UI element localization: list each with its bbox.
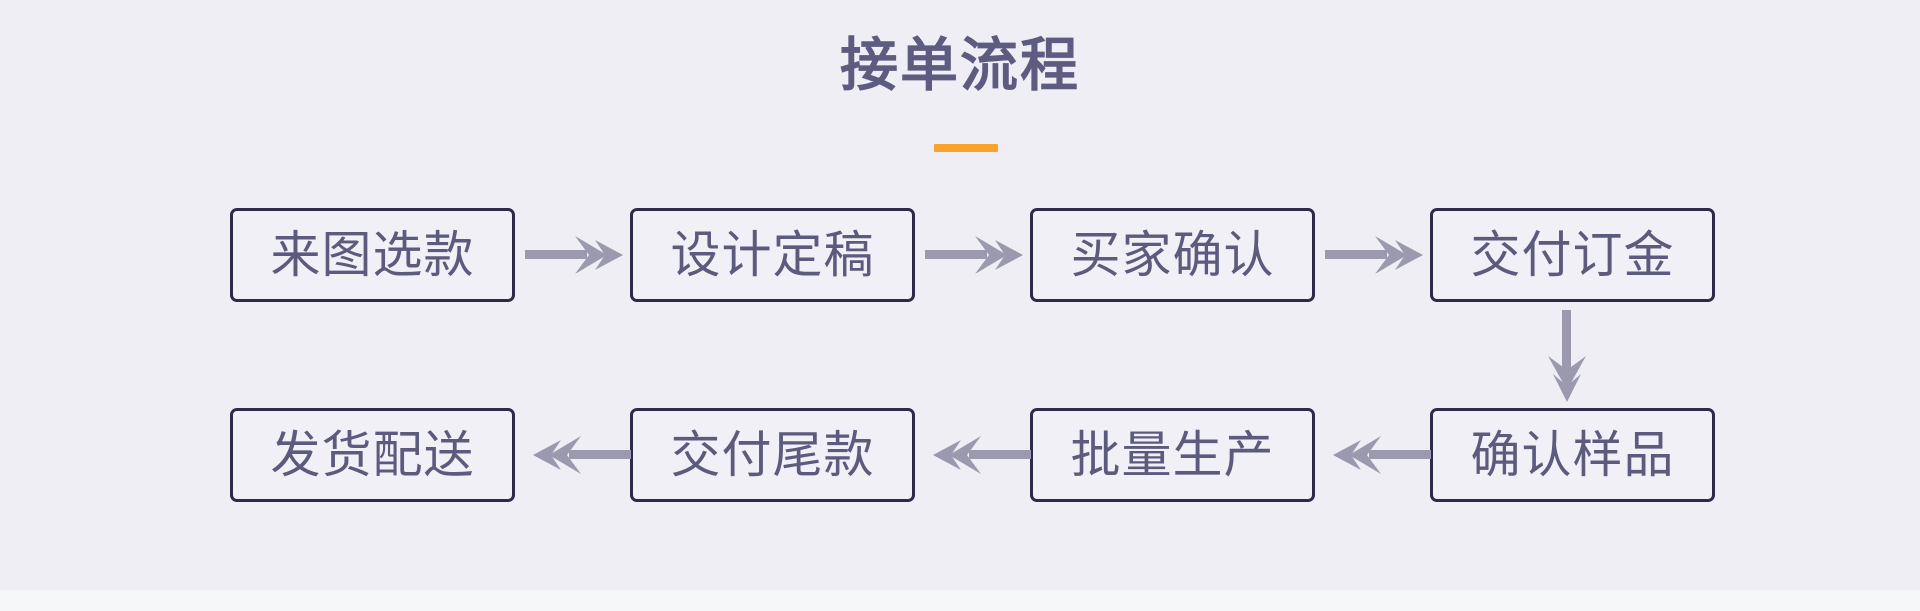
arrow-right-icon — [523, 228, 633, 282]
flow-node-step-1[interactable]: 来图选款 — [230, 208, 515, 302]
flow-node-label: 批量生产 — [1070, 426, 1275, 484]
flow-node-step-3[interactable]: 买家确认 — [1030, 208, 1315, 302]
flow-node-label: 交付尾款 — [670, 426, 875, 484]
page-title: 接单流程 — [839, 31, 1080, 99]
flow-node-label: 买家确认 — [1070, 226, 1275, 284]
arrow-right-icon — [923, 228, 1033, 282]
flow-node-label: 来图选款 — [270, 226, 475, 284]
arrow-right-icon — [1323, 228, 1433, 282]
flow-node-label: 设计定稿 — [670, 226, 875, 284]
flow-node-step-5[interactable]: 确认样品 — [1430, 408, 1715, 502]
arrow-left-icon — [1323, 428, 1433, 482]
arrow-left-icon — [523, 428, 633, 482]
flow-node-label: 确认样品 — [1470, 426, 1675, 484]
flow-node-step-8[interactable]: 发货配送 — [230, 408, 515, 502]
flow-node-label: 交付订金 — [1470, 226, 1675, 284]
flow-node-step-4[interactable]: 交付订金 — [1430, 208, 1715, 302]
flow-node-step-6[interactable]: 批量生产 — [1030, 408, 1315, 502]
title-accent-rule — [934, 144, 998, 152]
flow-node-step-7[interactable]: 交付尾款 — [630, 408, 915, 502]
flow-node-step-2[interactable]: 设计定稿 — [630, 208, 915, 302]
flow-node-label: 发货配送 — [270, 426, 475, 484]
arrow-down-icon — [1540, 308, 1594, 404]
arrow-left-icon — [923, 428, 1033, 482]
